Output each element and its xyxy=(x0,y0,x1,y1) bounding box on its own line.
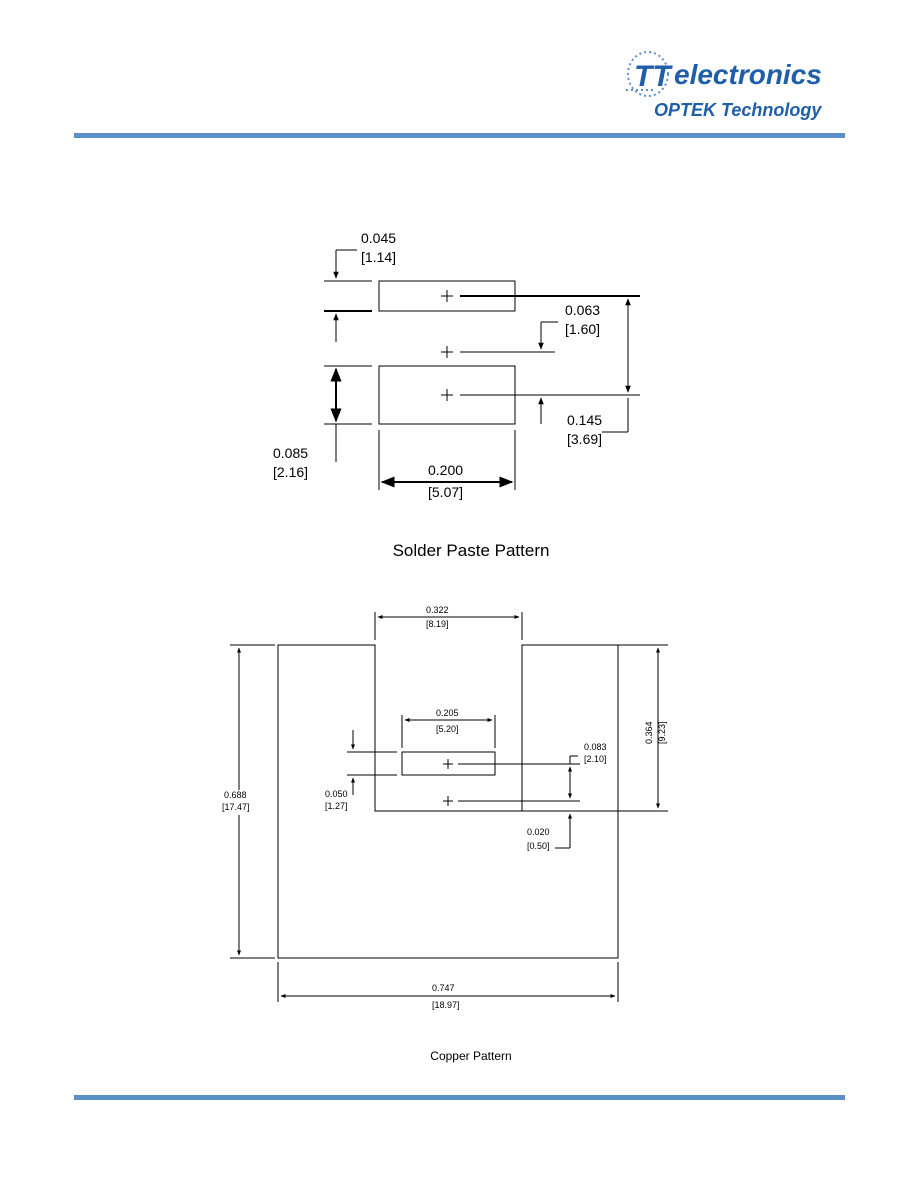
dim-063-mm: [1.60] xyxy=(565,321,600,337)
solder-paste-dimensions: 0.045 [1.14] 0.063 [1.60] 0.145 [3.69] 0… xyxy=(273,230,602,500)
copper-center-mark-top xyxy=(443,759,453,769)
dim-083: 0.083 xyxy=(584,742,607,752)
dim-322: 0.322 xyxy=(426,605,449,615)
copper-center-mark-bottom xyxy=(443,796,453,806)
dim-747-mm: [18.97] xyxy=(432,1000,460,1010)
dim-364-mm: [9.23] xyxy=(657,721,667,744)
dim-083-mm: [2.10] xyxy=(584,754,607,764)
dim-200-mm: [5.07] xyxy=(428,484,463,500)
header-rule xyxy=(74,133,845,138)
dim-200: 0.200 xyxy=(428,462,463,478)
dim-020: 0.020 xyxy=(527,827,550,837)
center-mark-top xyxy=(441,290,453,302)
center-mark-bottom xyxy=(441,389,453,401)
center-mark-middle xyxy=(441,346,453,358)
dim-688: 0.688 xyxy=(224,790,247,800)
dim-688-mm: [17.47] xyxy=(222,802,250,812)
footer-rule xyxy=(74,1095,845,1100)
dim-364: 0.364 xyxy=(644,721,654,744)
dim-050-mm: [1.27] xyxy=(325,801,348,811)
copper-pattern-caption: Copper Pattern xyxy=(430,1049,512,1063)
dim-205-mm: [5.20] xyxy=(436,724,459,734)
dim-747: 0.747 xyxy=(432,983,455,993)
dim-063: 0.063 xyxy=(565,302,600,318)
solder-paste-pattern xyxy=(324,249,640,490)
dim-085-mm: [2.16] xyxy=(273,464,308,480)
logo-mark: TT xyxy=(634,60,673,93)
dim-050: 0.050 xyxy=(325,789,348,799)
brand-name: electronics xyxy=(674,59,822,90)
dim-020-mm: [0.50] xyxy=(527,841,550,851)
copper-dimensions: 0.322 [8.19] 0.205 [5.20] 0.083 [2.10] 0… xyxy=(222,605,667,1010)
dim-085: 0.085 xyxy=(273,445,308,461)
dim-045-mm: [1.14] xyxy=(361,249,396,265)
tt-electronics-logo-icon: TT electronics OPTEK Technology xyxy=(626,51,822,120)
dim-322-mm: [8.19] xyxy=(426,619,449,629)
dim-205: 0.205 xyxy=(436,708,459,718)
dim-145-mm: [3.69] xyxy=(567,431,602,447)
solder-paste-caption: Solder Paste Pattern xyxy=(392,541,550,560)
dim-045: 0.045 xyxy=(361,230,396,246)
company-logo: TT electronics OPTEK Technology xyxy=(620,42,850,122)
dim-145: 0.145 xyxy=(567,412,602,428)
brand-subtitle: OPTEK Technology xyxy=(654,100,822,120)
copper-pattern xyxy=(230,612,668,1002)
copper-outline xyxy=(277,644,619,959)
